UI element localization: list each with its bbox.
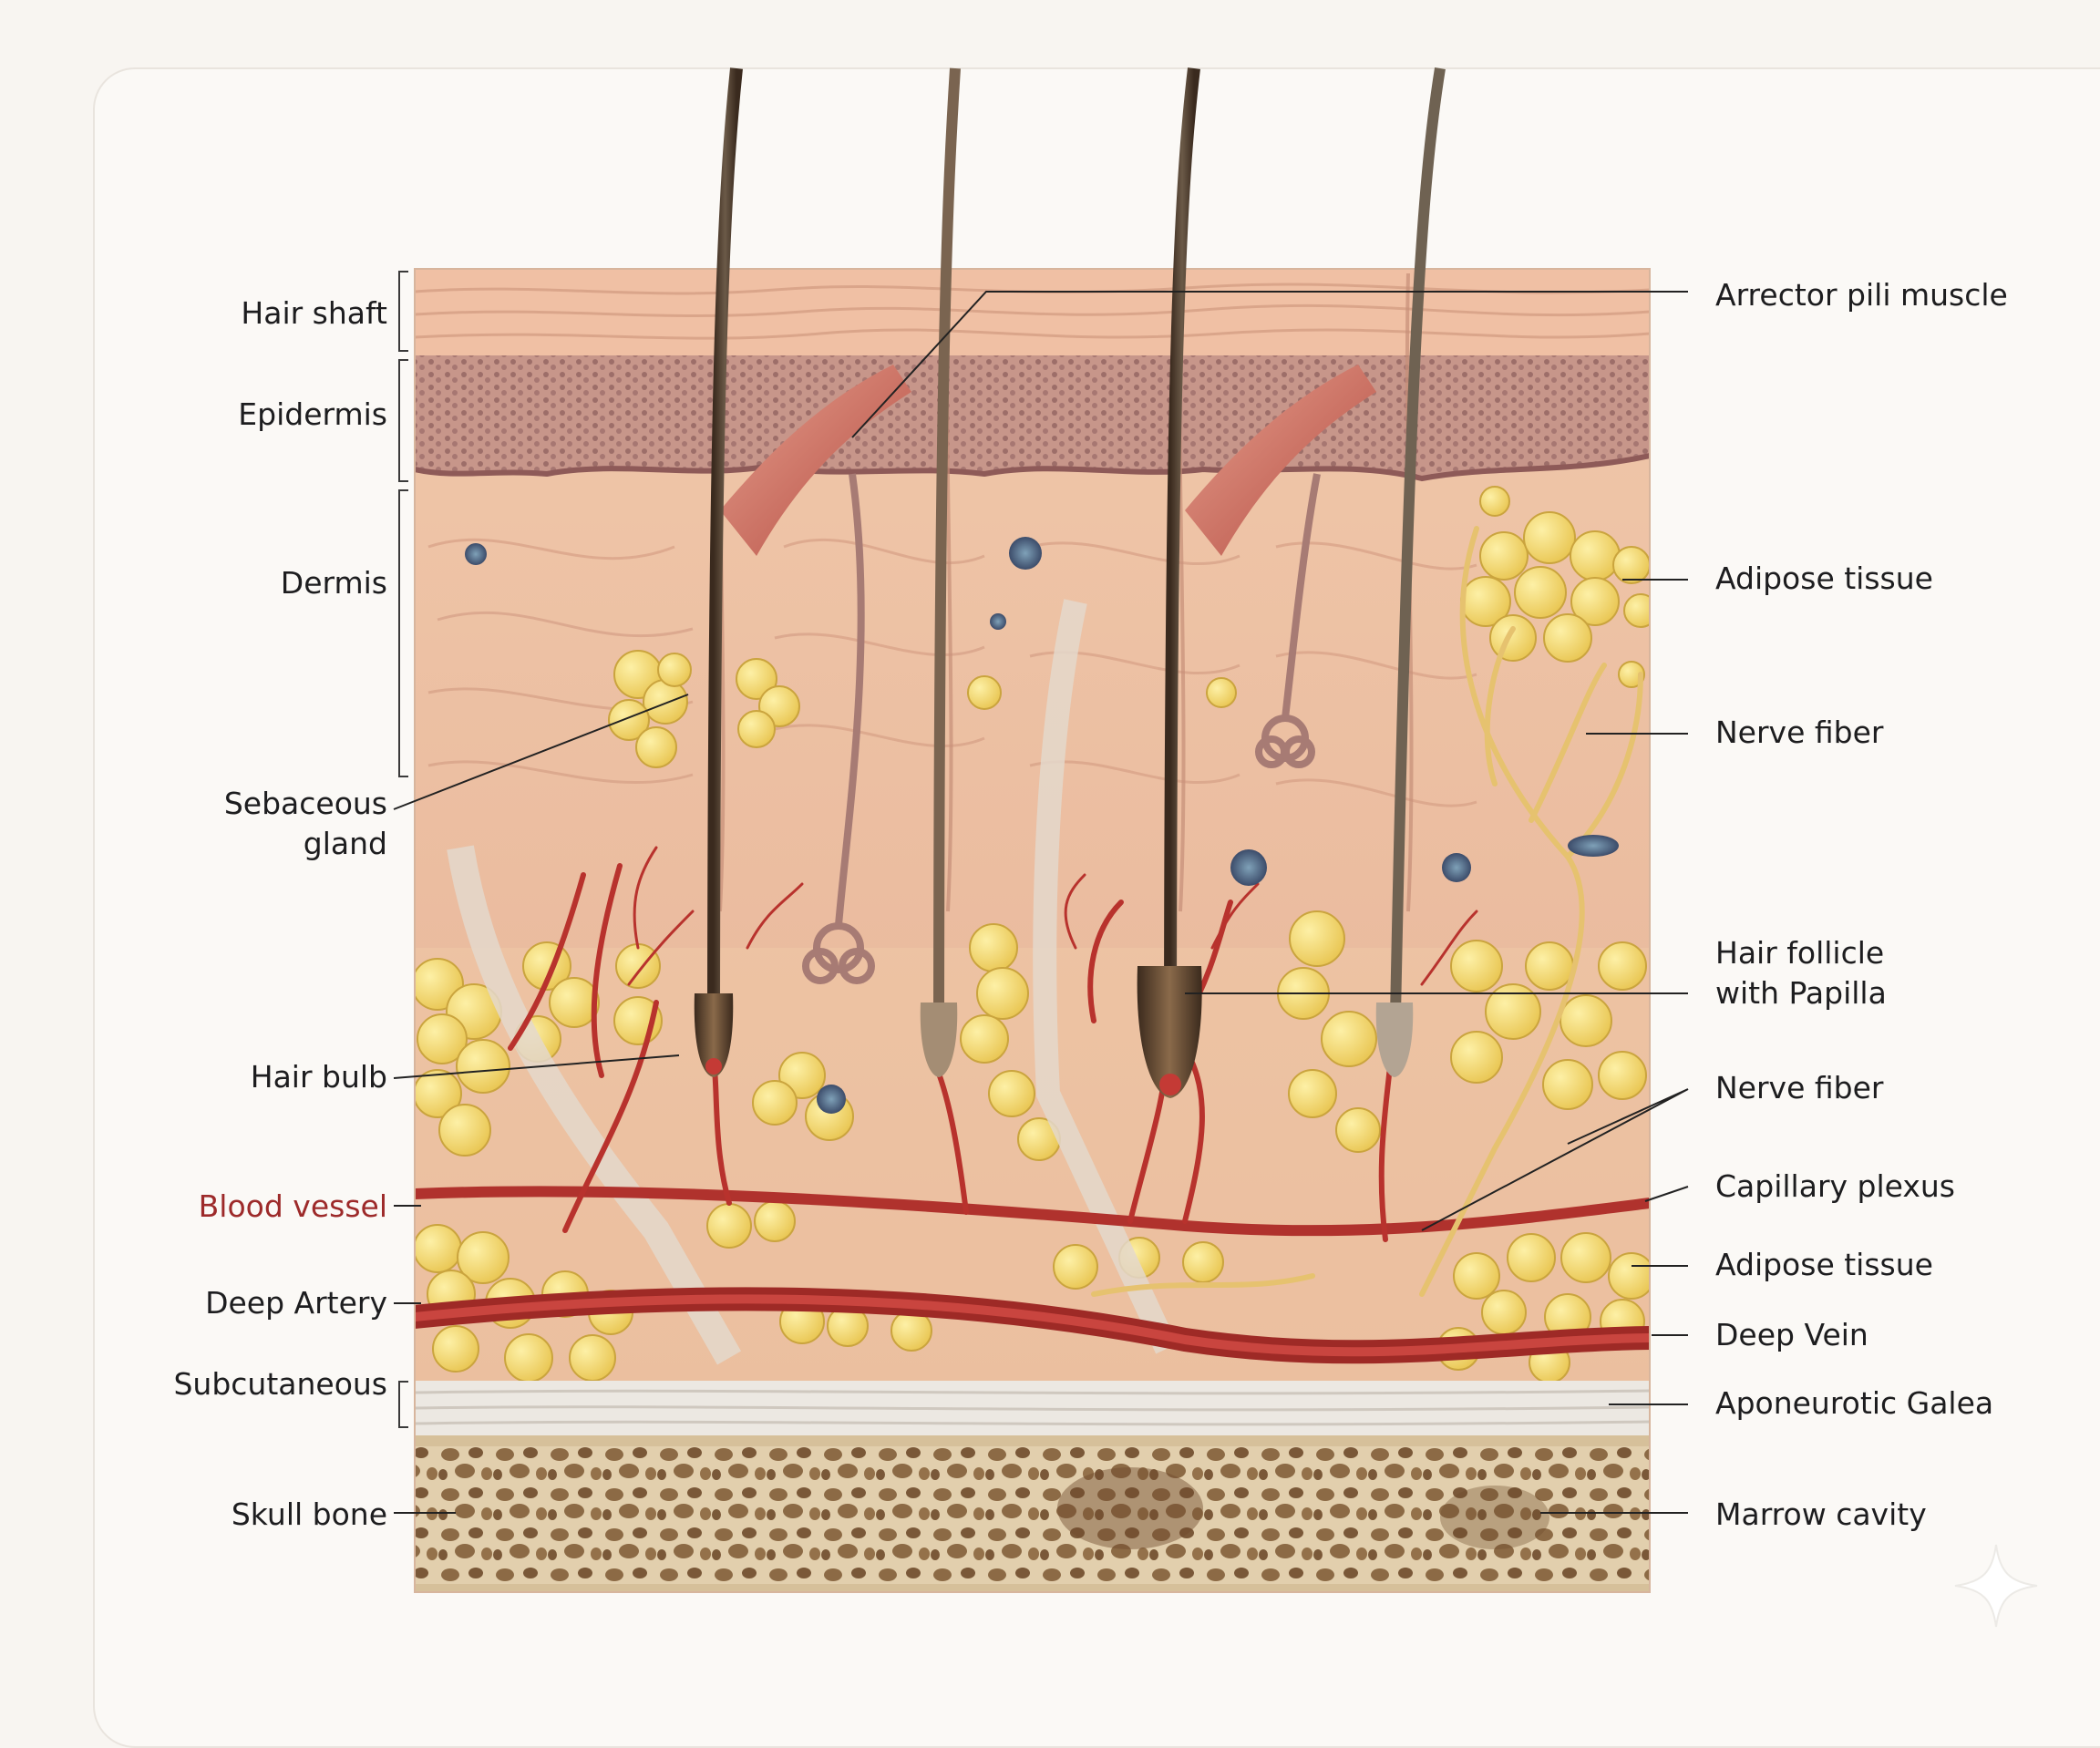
label-nerve-fiber-top: Nerve fiber	[1715, 715, 1884, 750]
label-nerve-fiber-mid: Nerve fiber	[1715, 1070, 1884, 1105]
label-aponeurotic-galea: Aponeurotic Galea	[1715, 1385, 1994, 1421]
label-epidermis: Epidermis	[238, 396, 387, 432]
label-blood-vessel: Blood vessel	[198, 1188, 387, 1224]
scalp-cross-section-illustration	[393, 67, 1689, 1593]
label-hair-shaft: Hair shaft	[241, 295, 387, 331]
label-hair-follicle-with-papilla: Hair follicle with Papilla	[1715, 935, 1887, 1011]
label-deep-vein: Deep Vein	[1715, 1317, 1868, 1352]
label-arrector-pili-muscle: Arrector pili muscle	[1715, 277, 2008, 313]
label-subcutaneous: Subcutaneous	[173, 1366, 387, 1402]
label-adipose-tissue-bottom: Adipose tissue	[1715, 1247, 1933, 1282]
sparkle-icon	[1954, 1544, 2038, 1628]
label-capillary-plexus: Capillary plexus	[1715, 1168, 1956, 1204]
label-adipose-tissue-top: Adipose tissue	[1715, 560, 1933, 596]
label-skull-bone: Skull bone	[231, 1496, 387, 1532]
label-deep-artery: Deep Artery	[205, 1285, 387, 1321]
label-sebaceous-gland: Sebaceous gland	[223, 786, 387, 861]
label-dermis: Dermis	[280, 565, 387, 601]
label-hair-bulb: Hair bulb	[250, 1059, 387, 1095]
label-marrow-cavity: Marrow cavity	[1715, 1496, 1927, 1532]
